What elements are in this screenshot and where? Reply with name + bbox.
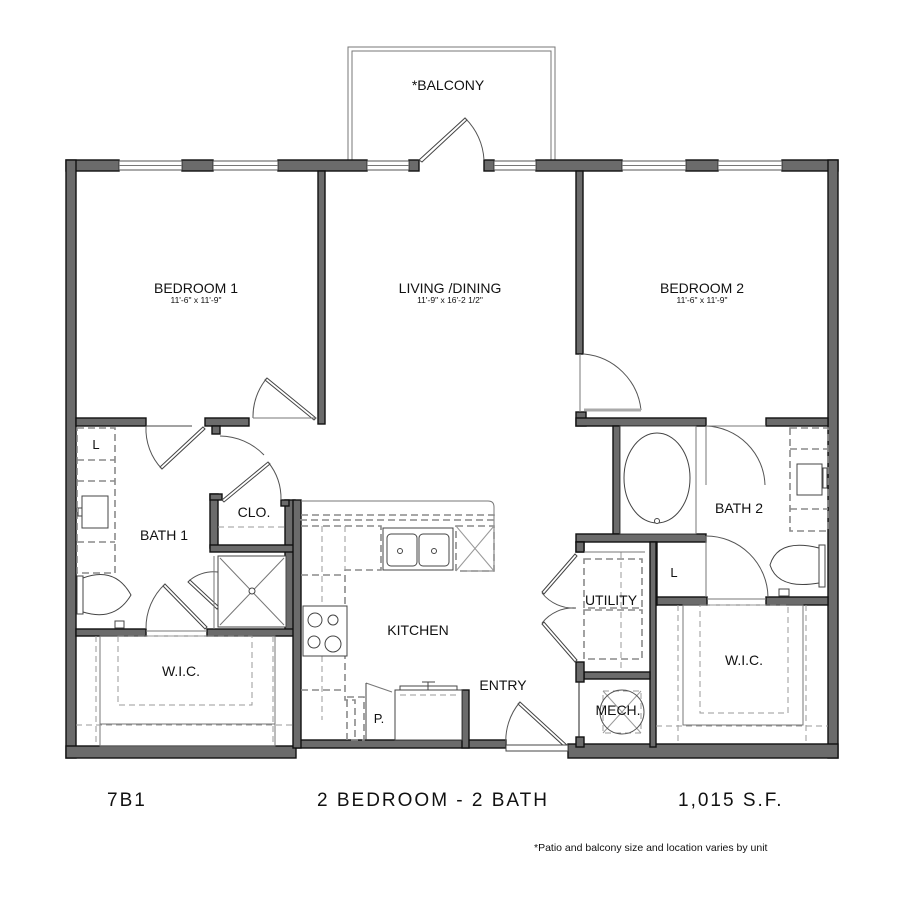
fixtures: L: [76, 425, 829, 747]
bedroom2-label: BEDROOM 2: [660, 280, 744, 296]
interior-walls: [75, 170, 829, 749]
unit-area: 1,015 S.F.: [678, 790, 784, 811]
doors: [145, 353, 769, 752]
unit-code: 7B1: [107, 790, 147, 811]
balcony-door: [418, 117, 485, 163]
wic1-label: W.I.C.: [162, 663, 200, 679]
living-dining-label: LIVING /DINING: [399, 280, 502, 296]
room-labels: *BALCONY BEDROOM 1 11'-6" x 11'-9" LIVIN…: [140, 77, 763, 718]
windows: [118, 160, 783, 171]
bedroom2-dimensions: 11'-6" x 11'-9": [676, 295, 727, 305]
bath2-linen-label: L: [670, 565, 677, 580]
bath1-label: BATH 1: [140, 527, 188, 543]
mech-label: MECH.: [595, 702, 640, 718]
entry-label: ENTRY: [479, 677, 527, 693]
bedroom1-label: BEDROOM 1: [154, 280, 238, 296]
wic2-label: W.I.C.: [725, 652, 763, 668]
living-dining-dimensions: 11'-9" x 16'-2 1/2": [417, 295, 483, 305]
closet-label: CLO.: [238, 504, 271, 520]
bath1-linen-label: L: [92, 437, 99, 452]
balcony: [347, 46, 556, 160]
exterior-walls: [65, 159, 839, 759]
kitchen-label: KITCHEN: [387, 622, 448, 638]
utility-label: UTILITY: [585, 592, 638, 608]
pantry-label: P.: [374, 711, 385, 726]
unit-type: 2 BEDROOM - 2 BATH: [317, 790, 550, 811]
balcony-label: *BALCONY: [412, 77, 485, 93]
balcony-footnote: *Patio and balcony size and location var…: [534, 842, 768, 854]
bath2-label: BATH 2: [715, 500, 763, 516]
bedroom1-dimensions: 11'-6" x 11'-9": [170, 295, 221, 305]
